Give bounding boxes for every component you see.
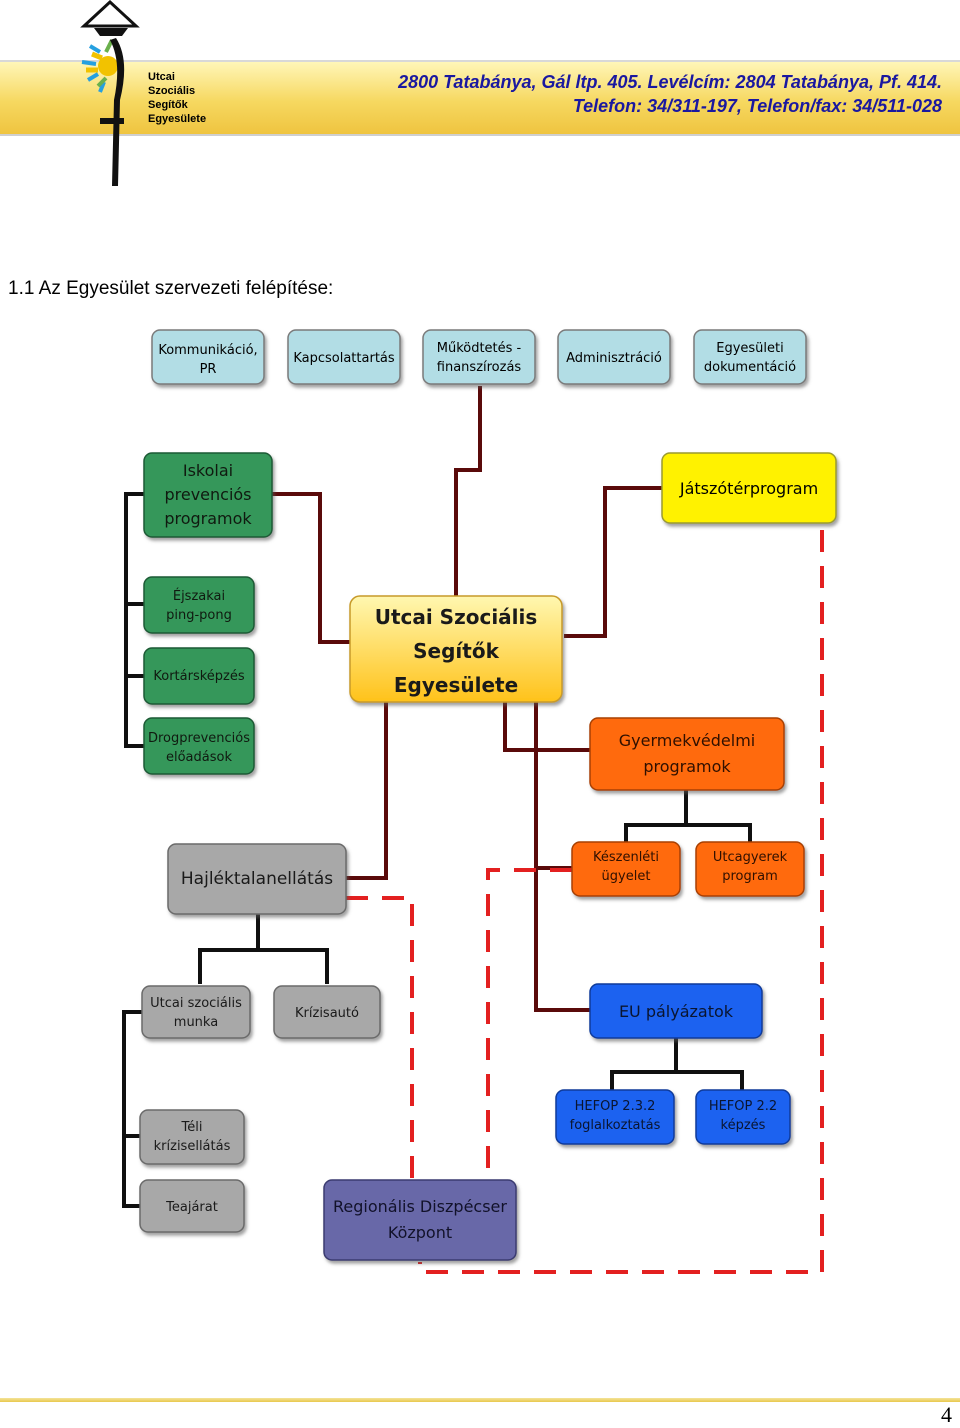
node-label: Egyesülete bbox=[394, 673, 518, 697]
node-teli: Téli krízisellátás bbox=[139, 1109, 245, 1165]
node-label: krízisellátás bbox=[154, 1139, 231, 1154]
node-label: Adminisztráció bbox=[566, 351, 662, 366]
node-label: dokumentáció bbox=[704, 360, 796, 375]
node-label: előadások bbox=[166, 750, 232, 765]
connector bbox=[122, 1010, 142, 1208]
page-number: 4 bbox=[941, 1402, 952, 1427]
node-label: Iskolai bbox=[183, 461, 233, 480]
node-label: Játszótérprogram bbox=[679, 479, 818, 498]
org-name-line: Egyesülete bbox=[148, 113, 207, 125]
node-iskolai: Iskolai prevenciós programok bbox=[143, 452, 273, 538]
node-label: ügyelet bbox=[602, 869, 651, 884]
connector bbox=[272, 492, 350, 644]
node-hefop2: HEFOP 2.2 képzés bbox=[695, 1089, 791, 1145]
connector bbox=[198, 914, 260, 984]
connector bbox=[346, 702, 388, 880]
node-label: ping-pong bbox=[166, 608, 232, 623]
node-label: Központ bbox=[388, 1223, 452, 1242]
connector bbox=[503, 700, 590, 752]
connector bbox=[454, 386, 482, 598]
section-title: 1.1 Az Egyesület szervezeti felépítése: bbox=[8, 278, 334, 299]
node-label: Hajléktalanellátás bbox=[181, 869, 333, 889]
node-regionalis: Regionális Diszpécser Központ bbox=[323, 1179, 517, 1261]
node-label: Utcai Szociális bbox=[375, 605, 538, 629]
node-label: Téli bbox=[181, 1120, 203, 1135]
organization-name: Utcai Szociális Segítők Egyesülete bbox=[148, 70, 206, 126]
connector bbox=[624, 790, 688, 842]
node-hefop1: HEFOP 2.3.2 foglalkoztatás bbox=[555, 1089, 675, 1145]
node-label: munka bbox=[174, 1015, 218, 1030]
node-ejszakai: Éjszakai ping-pong bbox=[143, 576, 255, 634]
node-label: programok bbox=[643, 757, 731, 776]
node-gyermek: Gyermekvédelmi programok bbox=[589, 717, 785, 791]
node-label: Készenléti bbox=[593, 850, 659, 865]
connectors-secondary bbox=[122, 492, 752, 1208]
node-label: Gyermekvédelmi bbox=[619, 731, 756, 750]
node-label: foglalkoztatás bbox=[570, 1118, 661, 1133]
org-name-line: Segítők bbox=[148, 99, 188, 111]
node-label: Kapcsolattartás bbox=[293, 351, 395, 366]
logo-lamp-icon bbox=[80, 0, 140, 186]
connector bbox=[610, 1038, 678, 1090]
node-center: Utcai Szociális Segítők Egyesülete bbox=[349, 595, 563, 703]
connector bbox=[686, 823, 752, 842]
node-label: finanszírozás bbox=[437, 360, 522, 375]
node-label: Teajárat bbox=[165, 1200, 218, 1215]
org-name-line: Utcai bbox=[148, 71, 175, 83]
node-kommunikacio: Kommunikáció, PR bbox=[151, 329, 265, 385]
node-teajarat: Teajárat bbox=[139, 1179, 245, 1233]
node-label: Működtetés - bbox=[437, 341, 522, 356]
node-label: Utcai szociális bbox=[150, 996, 242, 1011]
node-label: Egyesületi bbox=[716, 341, 784, 356]
connectors-primary bbox=[272, 386, 662, 1012]
node-krizisauto: Krízisautó bbox=[273, 985, 381, 1039]
footer-line bbox=[0, 1398, 960, 1402]
node-label: Utcagyerek bbox=[713, 850, 788, 865]
node-keszenleti: Készenléti ügyelet bbox=[571, 841, 681, 897]
node-eu: EU pályázatok bbox=[589, 983, 763, 1039]
node-utcai-szoc: Utcai szociális munka bbox=[141, 985, 251, 1039]
contact-address: 2800 Tatabánya, Gál ltp. 405. Levélcím: … bbox=[398, 72, 942, 92]
connector bbox=[564, 486, 662, 638]
node-adminisztracio: Adminisztráció bbox=[557, 329, 671, 385]
node-label: Krízisautó bbox=[295, 1006, 359, 1021]
node-jatszoter: Játszótérprogram bbox=[661, 452, 837, 524]
node-label: Drogprevenciós bbox=[148, 731, 250, 746]
node-mukodtetes: Működtetés - finanszírozás bbox=[422, 329, 536, 385]
node-label: Kommunikáció, bbox=[158, 343, 257, 358]
dashed-connector bbox=[418, 530, 824, 1274]
connector bbox=[258, 948, 329, 984]
node-label: EU pályázatok bbox=[619, 1002, 734, 1021]
connector bbox=[534, 702, 590, 1012]
node-label: prevenciós bbox=[164, 485, 251, 504]
node-label: Regionális Diszpécser bbox=[333, 1197, 507, 1216]
node-kapcsolattartas: Kapcsolattartás bbox=[287, 329, 401, 385]
org-name-line: Szociális bbox=[148, 85, 196, 97]
node-hajlek: Hajléktalanellátás bbox=[167, 843, 347, 915]
node-label: képzés bbox=[721, 1118, 766, 1133]
dashed-connector bbox=[346, 896, 414, 1180]
header-band bbox=[0, 60, 960, 136]
node-egyesuleti: Egyesületi dokumentáció bbox=[693, 329, 807, 385]
node-label: HEFOP 2.2 bbox=[709, 1099, 777, 1114]
node-label: Kortársképzés bbox=[153, 669, 244, 684]
contact-phone: Telefon: 34/311-197, Telefon/fax: 34/511… bbox=[572, 96, 942, 116]
node-label: programok bbox=[164, 509, 252, 528]
connector bbox=[676, 1070, 744, 1090]
node-drog: Drogprevenciós előadások bbox=[143, 717, 255, 775]
contact-info: 2800 Tatabánya, Gál ltp. 405. Levélcím: … bbox=[398, 70, 942, 118]
node-label: Segítők bbox=[413, 639, 499, 663]
node-label: HEFOP 2.3.2 bbox=[575, 1099, 656, 1114]
node-utcagyerek: Utcagyerek program bbox=[695, 841, 805, 897]
node-label: Éjszakai bbox=[173, 588, 225, 604]
connector bbox=[124, 492, 144, 748]
node-label: program bbox=[722, 869, 778, 884]
node-label: PR bbox=[200, 362, 217, 377]
node-kortars: Kortársképzés bbox=[143, 647, 255, 705]
